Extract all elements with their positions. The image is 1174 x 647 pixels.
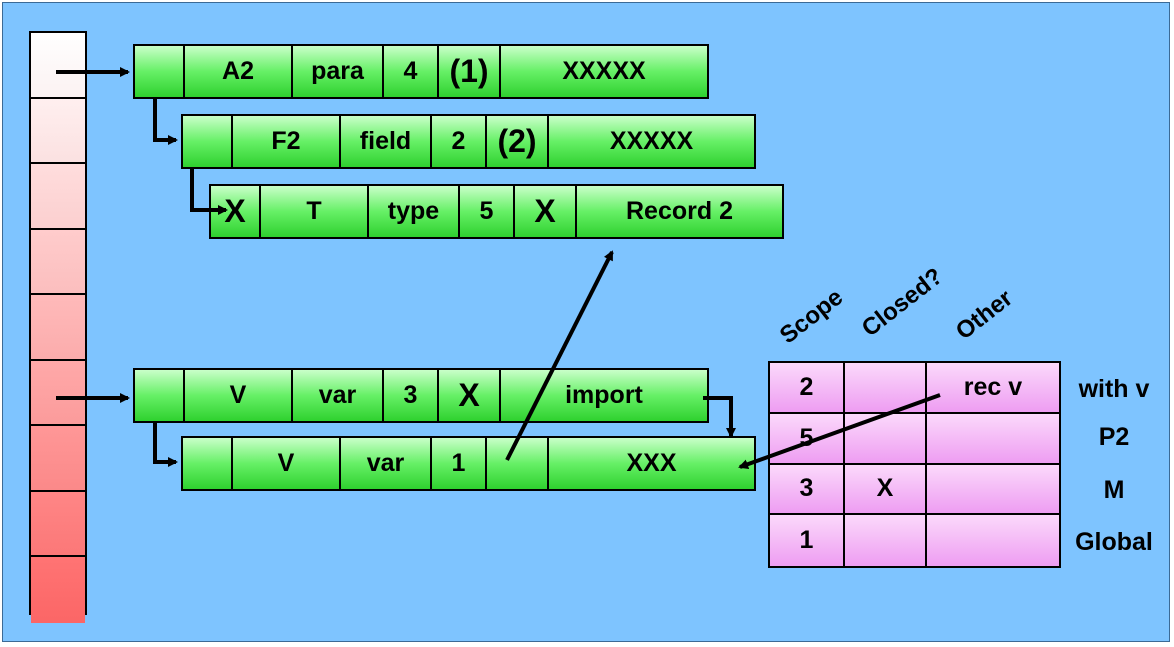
record-cell: X (515, 186, 577, 237)
hash-bucket (31, 33, 85, 99)
hash-bucket (31, 98, 85, 164)
record-cell: (2) (487, 116, 549, 167)
hash-table (29, 31, 87, 623)
hash-bucket (31, 557, 85, 623)
scope-label-m: M (1103, 476, 1125, 504)
record-cell: 3 (384, 370, 439, 421)
scope-number: 3 (770, 464, 845, 514)
hash-bucket (31, 229, 85, 295)
chain-arrow-v-v (153, 423, 178, 467)
record-cell: F2 (233, 116, 341, 167)
hash-bucket (31, 426, 85, 492)
record-cell: A2 (185, 46, 293, 97)
closed-flag: X (845, 464, 927, 514)
record-cell: import (565, 381, 643, 409)
hash-bucket (31, 295, 85, 361)
scope-number: 1 (770, 515, 845, 566)
record-cell: V (233, 438, 341, 489)
closed-flag (845, 363, 927, 412)
scope-label-p2: P2 (1098, 423, 1130, 451)
record-cell (135, 370, 185, 421)
record-cell: XXXXX (562, 57, 646, 85)
record-cell: X (211, 186, 261, 237)
record-type-arrow (505, 250, 614, 461)
hash-bucket (31, 491, 85, 557)
rec-v-arrow (738, 393, 941, 469)
other-value: rec v (963, 372, 1023, 401)
record-cell (183, 116, 233, 167)
scope-label-global: Global (1075, 528, 1153, 556)
record-cell: (1) (439, 46, 501, 97)
record-cell: X (439, 370, 501, 421)
closed-flag (845, 413, 927, 463)
record-cell: Record 2 (626, 197, 733, 225)
hash-bucket (31, 164, 85, 230)
record-cell (183, 438, 233, 489)
scope-number: 2 (770, 363, 845, 412)
chain-arrow-a2-f2 (153, 99, 178, 145)
record-cell: XXXXX (609, 127, 694, 155)
record-cell: T (261, 186, 369, 237)
record-cell (135, 46, 185, 97)
scope-row: 1 (770, 515, 1059, 566)
scope-row: 3 X (770, 464, 1059, 516)
record-cell: field (341, 116, 432, 167)
record-cell: 2 (432, 116, 487, 167)
record-cell: V (185, 370, 293, 421)
record-cell: para (293, 46, 384, 97)
record-cell: type (369, 186, 460, 237)
record-cell: var (341, 438, 432, 489)
scope-table: 2 rec v 5 3 X 1 (768, 361, 1061, 568)
record-cell: var (293, 370, 384, 421)
hash-bucket (31, 360, 85, 426)
record-cell: XXX (626, 449, 677, 477)
scope-label-with-v: with v (1078, 375, 1150, 403)
record-cell: 5 (460, 186, 515, 237)
closed-flag (845, 515, 927, 566)
record-cell (487, 438, 549, 489)
record-cell: 1 (432, 438, 487, 489)
record-cell: 4 (384, 46, 439, 97)
import-arrow (703, 396, 736, 438)
chain-arrow-f2-t (190, 169, 228, 215)
